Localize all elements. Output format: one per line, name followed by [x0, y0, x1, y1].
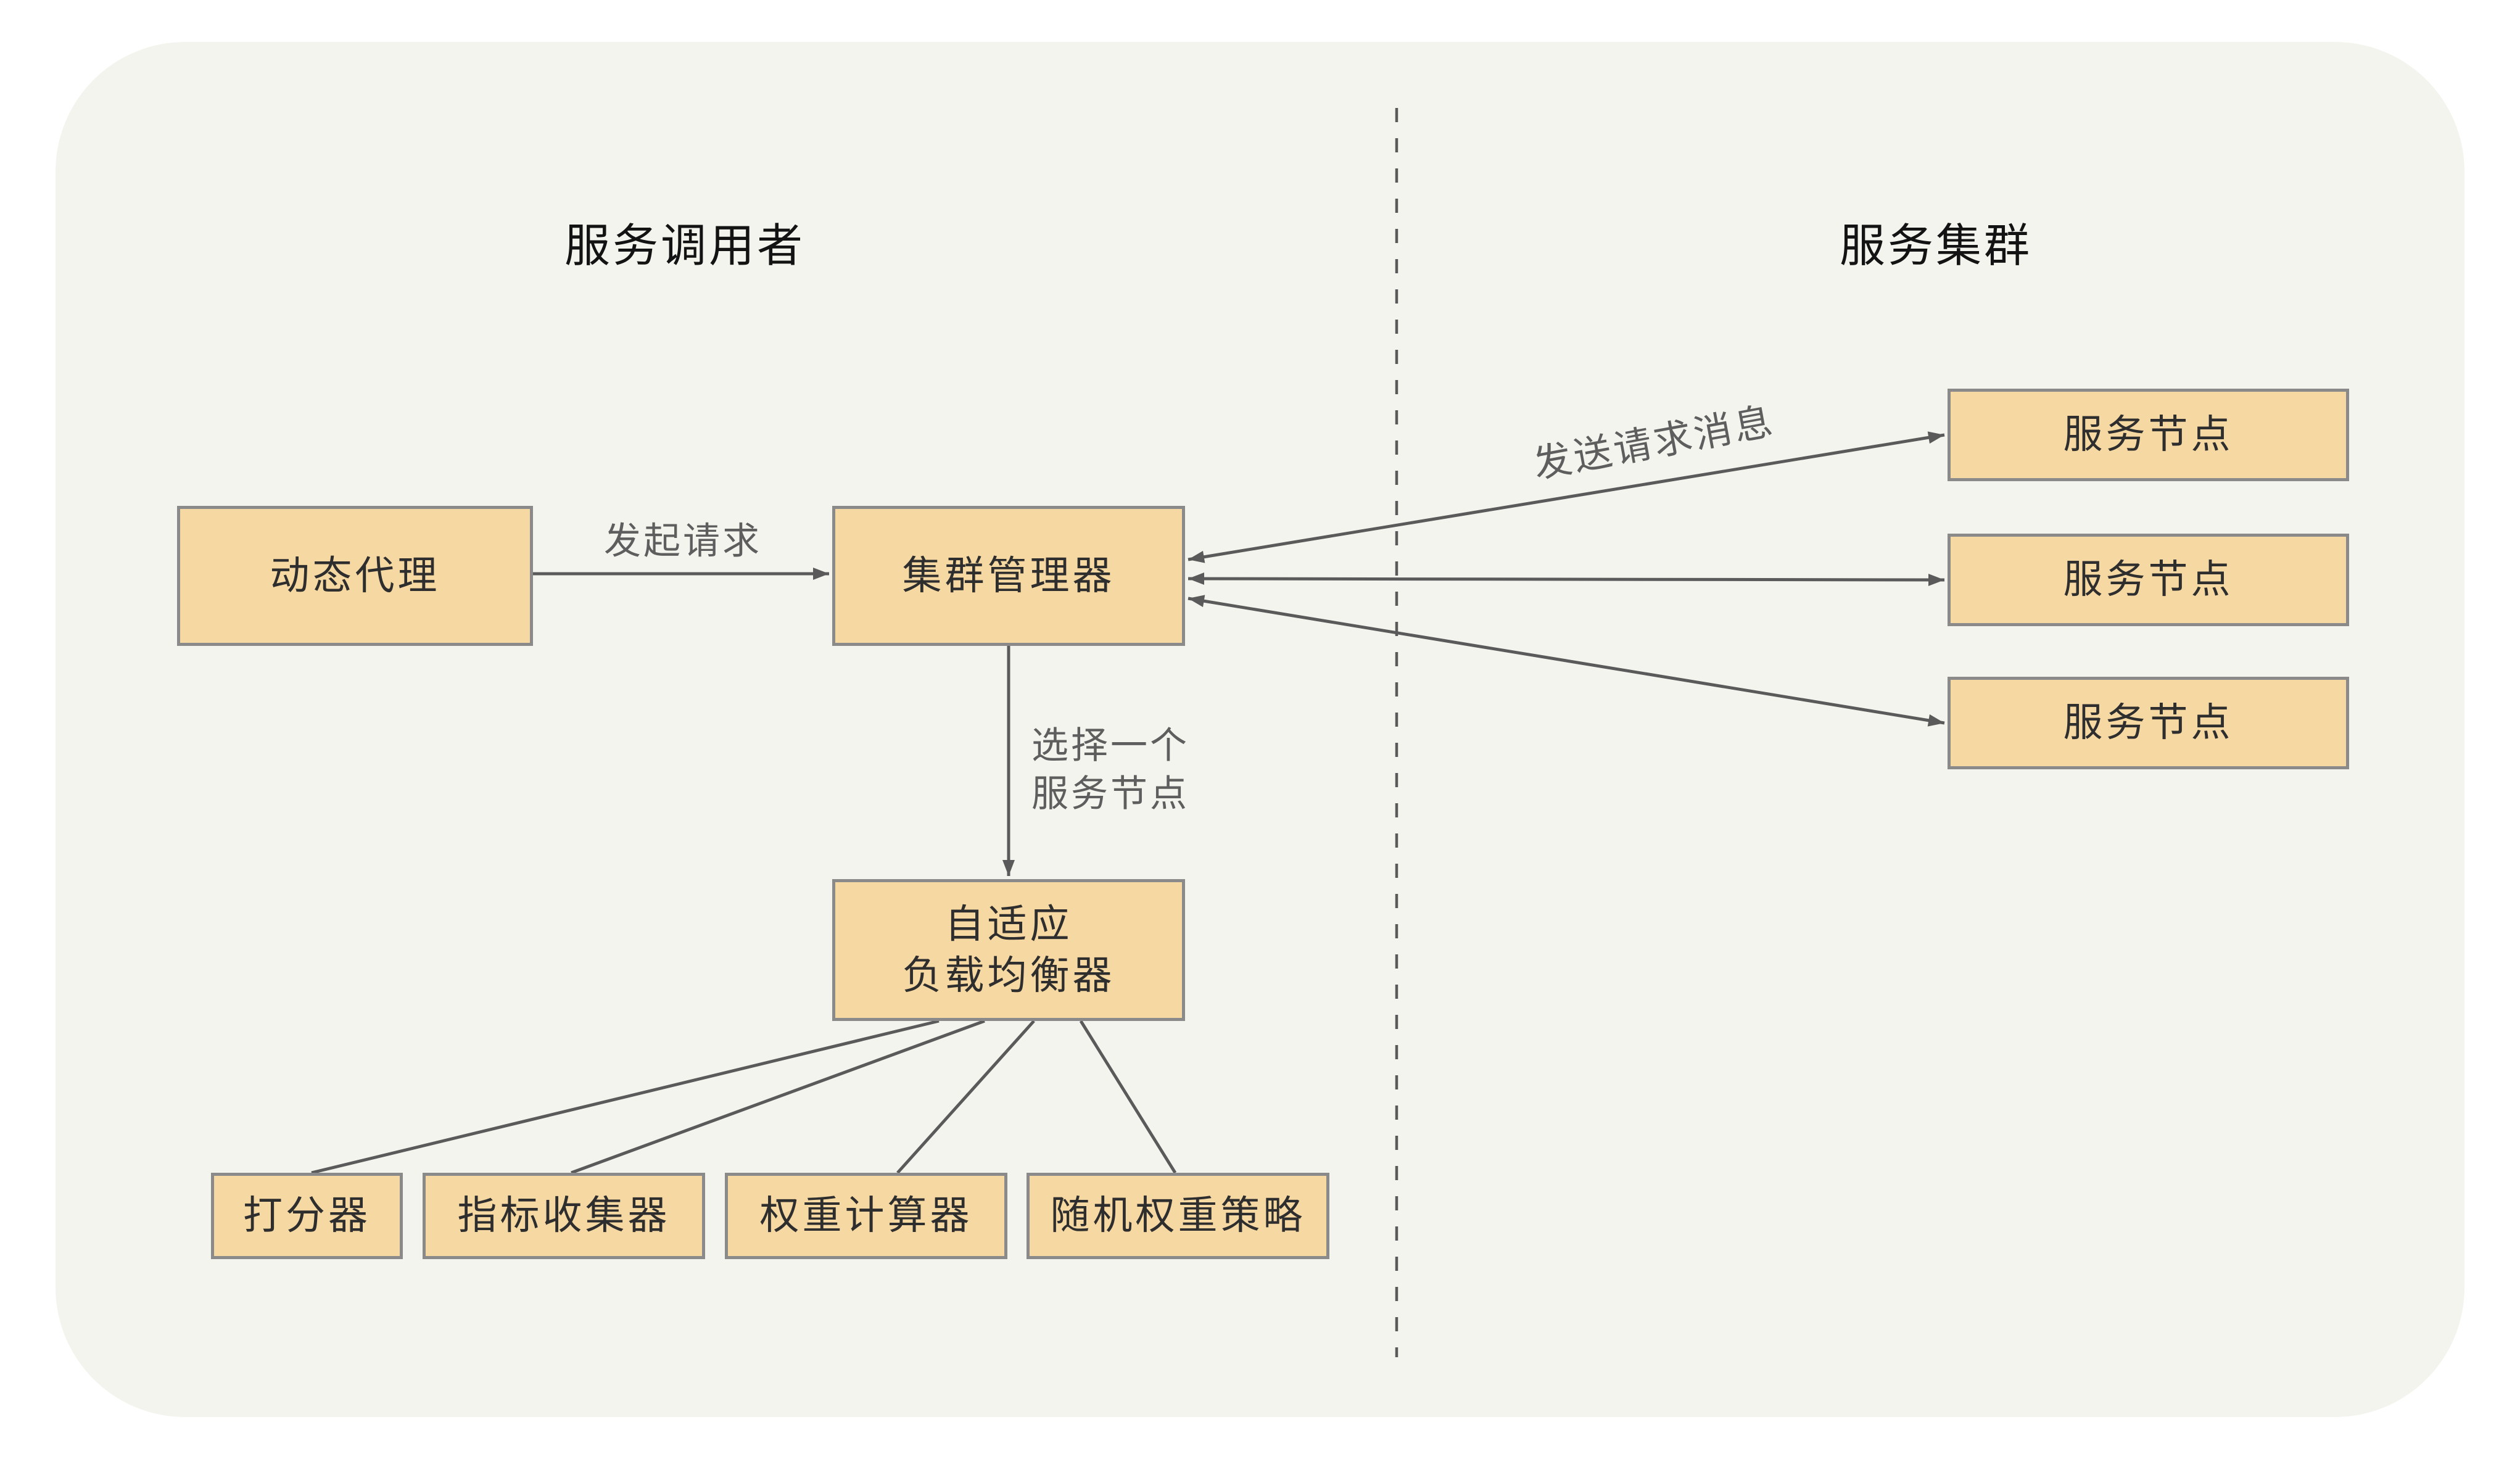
edge-label-select-one-node-line1: 选择一个	[1031, 725, 1189, 766]
node-metric-collector: 指标收集器	[423, 1173, 705, 1259]
edge-label-select-one-node: 选择一个 服务节点	[1031, 722, 1189, 818]
node-service-node-1: 服务节点	[1948, 389, 2349, 481]
node-weight-calculator-label: 权重计算器	[759, 1193, 973, 1238]
node-service-node-2-label: 服务节点	[2063, 557, 2234, 602]
node-service-node-3: 服务节点	[1948, 677, 2349, 769]
edge-label-initiate-request: 发起请求	[604, 520, 762, 562]
node-scorer-label: 打分器	[243, 1193, 371, 1238]
node-service-node-3-label: 服务节点	[2063, 700, 2234, 745]
node-dynamic-proxy: 动态代理	[177, 506, 533, 646]
node-cluster-manager-label: 集群管理器	[902, 553, 1115, 598]
section-title-service-cluster: 服务集群	[1840, 220, 2032, 271]
node-random-weight-strategy-label: 随机权重策略	[1050, 1193, 1306, 1238]
node-scorer: 打分器	[211, 1173, 403, 1259]
node-dynamic-proxy-label: 动态代理	[270, 553, 440, 598]
node-service-node-1-label: 服务节点	[2063, 412, 2234, 457]
node-adaptive-load-balancer: 自适应 负载均衡器	[832, 879, 1185, 1021]
node-random-weight-strategy: 随机权重策略	[1027, 1173, 1329, 1259]
section-title-service-caller: 服务调用者	[564, 220, 805, 271]
edge-label-select-one-node-line2: 服务节点	[1031, 773, 1189, 814]
node-adaptive-load-balancer-label-line1: 自适应	[944, 901, 1073, 946]
node-adaptive-load-balancer-label-line2: 负载均衡器	[902, 953, 1115, 998]
node-cluster-manager: 集群管理器	[832, 506, 1185, 646]
node-weight-calculator: 权重计算器	[725, 1173, 1007, 1259]
node-service-node-2: 服务节点	[1948, 534, 2349, 626]
node-metric-collector-label: 指标收集器	[457, 1193, 671, 1238]
